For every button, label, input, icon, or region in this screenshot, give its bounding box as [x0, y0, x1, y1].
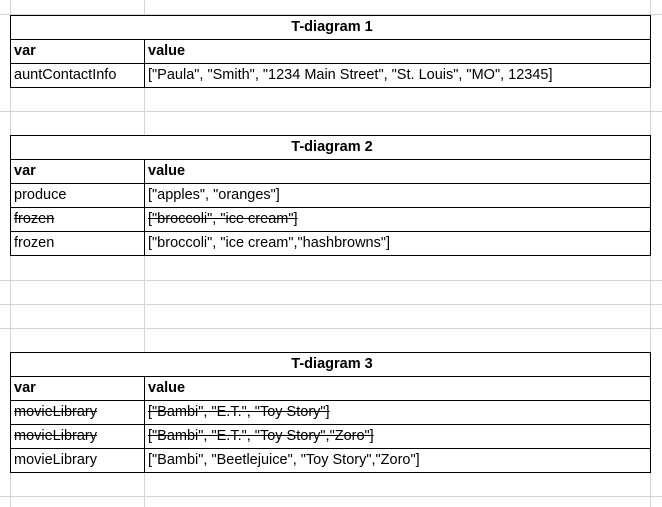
header-row: var value: [11, 39, 650, 63]
value-cell-struck[interactable]: ["Bambi", "E.T.", "Toy Story"]: [148, 404, 330, 420]
table-row: auntContactInfo ["Paula", "Smith", "1234…: [11, 63, 650, 87]
t-diagram-1: T-diagram 1 var value auntContactInfo ["…: [10, 15, 651, 88]
value-cell[interactable]: ["broccoli", "ice cream","hashbrowns"]: [148, 235, 391, 251]
table-row: movieLibrary ["Bambi", "E.T.", "Toy Stor…: [11, 424, 650, 448]
value-header-cell[interactable]: value: [148, 163, 186, 179]
table-row: movieLibrary ["Bambi", "Beetlejuice", "T…: [11, 448, 650, 472]
t-diagram-title[interactable]: T-diagram 1: [291, 19, 373, 35]
var-cell[interactable]: auntContactInfo: [11, 64, 145, 87]
table-row: movieLibrary ["Bambi", "E.T.", "Toy Stor…: [11, 400, 650, 424]
header-row: var value: [11, 159, 650, 183]
value-cell[interactable]: ["Bambi", "Beetlejuice", "Toy Story","Zo…: [148, 452, 420, 468]
value-header-cell[interactable]: value: [148, 43, 186, 59]
value-header-cell[interactable]: value: [148, 380, 186, 396]
table-row: produce ["apples", "oranges"]: [11, 183, 650, 207]
grid-row-line: [0, 280, 662, 281]
grid-row-line: [0, 14, 662, 15]
t-diagram-title[interactable]: T-diagram 3: [291, 356, 373, 372]
t-diagram-title[interactable]: T-diagram 2: [291, 139, 373, 155]
t-diagram-title-row: T-diagram 2: [11, 136, 650, 159]
var-cell[interactable]: movieLibrary: [11, 449, 145, 472]
grid-row-line: [0, 111, 662, 112]
var-header-cell[interactable]: var: [11, 377, 145, 400]
value-cell-struck[interactable]: ["broccoli", "ice cream"]: [148, 211, 298, 227]
var-header-cell[interactable]: var: [11, 160, 145, 183]
t-diagram-2: T-diagram 2 var value produce ["apples",…: [10, 135, 651, 256]
value-cell-struck[interactable]: ["Bambi", "E.T.", "Toy Story","Zoro"]: [148, 428, 374, 444]
t-diagram-title-row: T-diagram 3: [11, 353, 650, 376]
var-cell[interactable]: produce: [11, 184, 145, 207]
var-cell[interactable]: frozen: [11, 232, 145, 255]
grid-row-line: [0, 496, 662, 497]
value-cell[interactable]: ["Paula", "Smith", "1234 Main Street", "…: [148, 67, 553, 83]
t-diagram-title-row: T-diagram 1: [11, 16, 650, 39]
var-header-cell[interactable]: var: [11, 40, 145, 63]
table-row: frozen ["broccoli", "ice cream","hashbro…: [11, 231, 650, 255]
header-row: var value: [11, 376, 650, 400]
value-cell[interactable]: ["apples", "oranges"]: [148, 187, 280, 203]
t-diagram-3: T-diagram 3 var value movieLibrary ["Bam…: [10, 352, 651, 473]
grid-row-line: [0, 328, 662, 329]
var-cell-struck[interactable]: movieLibrary: [11, 401, 145, 424]
grid-row-line: [0, 304, 662, 305]
table-row: frozen ["broccoli", "ice cream"]: [11, 207, 650, 231]
var-cell-struck[interactable]: movieLibrary: [11, 425, 145, 448]
var-cell-struck[interactable]: frozen: [11, 208, 145, 231]
